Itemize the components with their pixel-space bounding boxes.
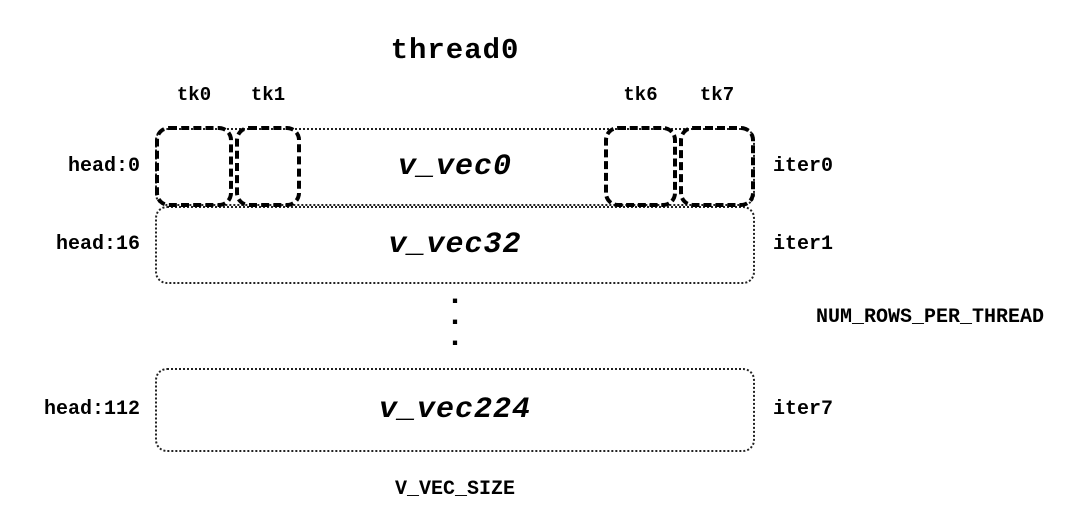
iter-label-iter1: iter1 — [773, 233, 834, 256]
tk0-box — [155, 126, 233, 207]
head-label-iter1: head:16 — [55, 233, 140, 256]
tick-label-tk7: tk7 — [699, 84, 735, 106]
row-box-iter1: v_vec32 — [155, 206, 755, 284]
vec-label-iter7: v_vec224 — [378, 393, 532, 427]
num-rows-per-thread-label: NUM_ROWS_PER_THREAD — [816, 306, 1045, 329]
tk7-box — [679, 126, 755, 207]
iter-label-iter7: iter7 — [773, 398, 834, 421]
tk1-box — [235, 126, 301, 207]
vec-label-iter1: v_vec32 — [388, 228, 522, 262]
diagram-title: thread0 — [390, 34, 520, 67]
tick-label-tk6: tk6 — [623, 84, 658, 106]
tick-label-tk1: tk1 — [250, 84, 286, 106]
tick-label-tk0: tk0 — [176, 84, 212, 106]
iter-label-iter0: iter0 — [773, 155, 834, 178]
row-box-iter7: v_vec224 — [155, 368, 755, 452]
head-label-iter7: head:112 — [43, 398, 140, 421]
tk6-box — [604, 126, 677, 207]
ellipsis-dots: . . . — [445, 279, 464, 355]
v-vec-size-label: V_VEC_SIZE — [394, 478, 516, 501]
vec-label-iter0: v_vec0 — [397, 150, 513, 184]
head-label-iter0: head:0 — [67, 155, 140, 178]
